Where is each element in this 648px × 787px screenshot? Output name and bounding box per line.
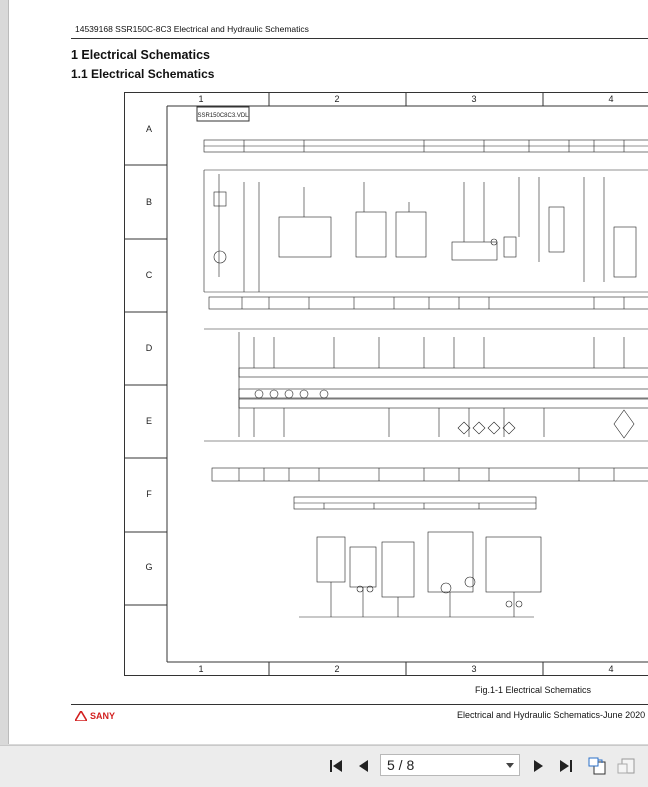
row-ticks: [124, 165, 167, 605]
rotate-button[interactable]: [585, 754, 609, 778]
first-page-button[interactable]: [324, 754, 348, 778]
document-viewer[interactable]: 14539168 SSR150C-8C3 Electrical and Hydr…: [0, 0, 648, 745]
electrical-schematic: 1 2 3 4 1 2 3 4 A B C D E F G SSR150C8C3…: [124, 92, 648, 676]
row-label-e: E: [146, 416, 152, 426]
page-number-select[interactable]: 5 / 8: [380, 754, 520, 776]
fit-page-icon: [616, 756, 636, 776]
first-page-icon: [328, 758, 344, 774]
viewer-toolbar: 5 / 8: [0, 745, 648, 787]
next-page-icon: [530, 758, 546, 774]
page-footer: Electrical and Hydraulic Schematics-June…: [457, 710, 645, 720]
fit-page-button[interactable]: [614, 754, 638, 778]
col-label-top-4: 4: [608, 94, 613, 104]
row-label-c: C: [146, 270, 153, 280]
col-label-top-2: 2: [334, 94, 339, 104]
circuit-components: [214, 239, 634, 607]
sany-logo-icon: [75, 711, 87, 721]
column-ticks: [269, 92, 543, 676]
row-label-a: A: [146, 124, 152, 134]
pdf-page: 14539168 SSR150C-8C3 Electrical and Hydr…: [8, 0, 648, 744]
col-label-bottom-4: 4: [608, 664, 613, 674]
next-page-button[interactable]: [526, 754, 550, 778]
chevron-down-icon: [506, 763, 514, 768]
col-label-bottom-3: 3: [471, 664, 476, 674]
row-label-f: F: [146, 489, 152, 499]
section-heading: 1 Electrical Schematics: [71, 48, 210, 62]
rotate-icon: [587, 756, 607, 776]
sany-logo-text: SANY: [90, 711, 115, 721]
last-page-button[interactable]: [554, 754, 578, 778]
subsection-heading: 1.1 Electrical Schematics: [71, 67, 214, 81]
col-label-top-3: 3: [471, 94, 476, 104]
circuit-wiring: [204, 140, 648, 617]
page-header: 14539168 SSR150C-8C3 Electrical and Hydr…: [75, 24, 309, 34]
col-label-bottom-1: 1: [198, 664, 203, 674]
footer-divider: [71, 704, 648, 705]
prev-page-icon: [356, 758, 372, 774]
row-label-g: G: [145, 562, 152, 572]
col-label-bottom-2: 2: [334, 664, 339, 674]
title-block-label: SSR150C8C3.VDL: [197, 113, 249, 119]
figure-caption: Fig.1-1 Electrical Schematics: [475, 685, 591, 695]
prev-page-button[interactable]: [352, 754, 376, 778]
row-label-d: D: [146, 343, 153, 353]
sany-logo: SANY: [75, 711, 115, 721]
col-label-top-1: 1: [198, 94, 203, 104]
last-page-icon: [558, 758, 574, 774]
row-label-b: B: [146, 197, 152, 207]
header-divider: [71, 38, 648, 39]
schematic-outer-frame: [125, 93, 648, 676]
page-indicator: 5 / 8: [387, 757, 414, 773]
